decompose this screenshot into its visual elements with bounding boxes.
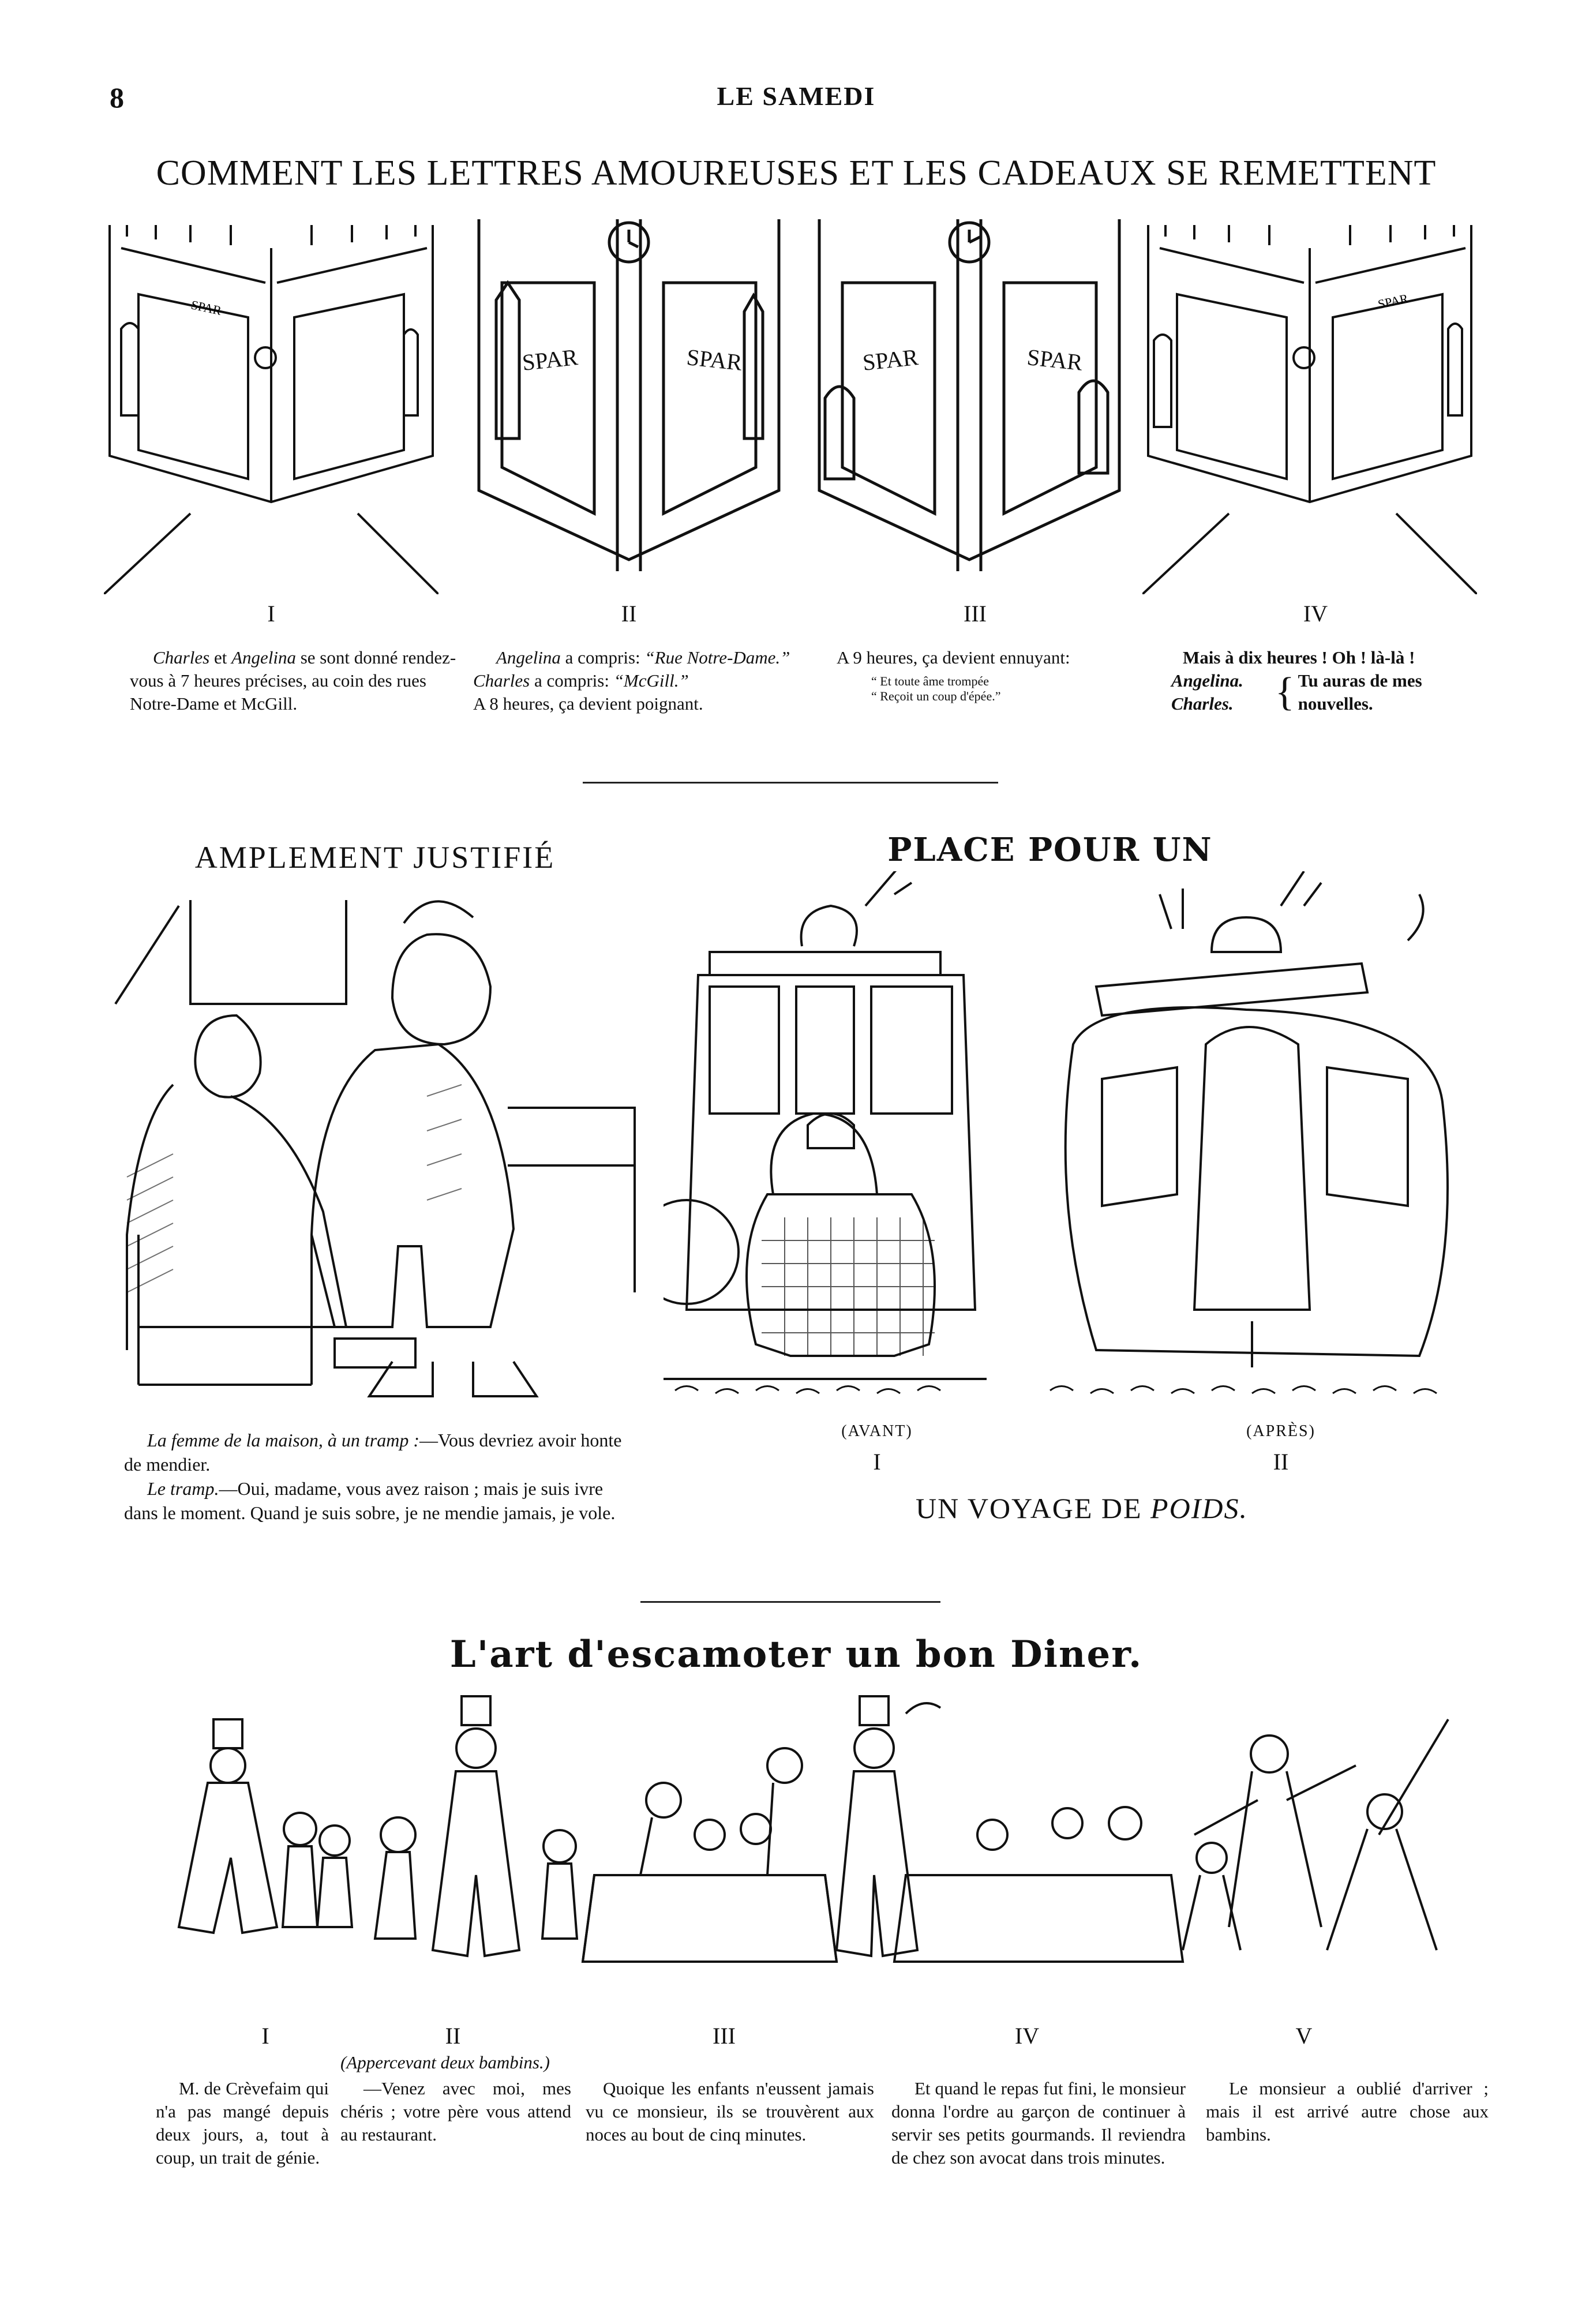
separator-rule — [640, 1601, 940, 1603]
strip1-numeral-4: IV — [1303, 601, 1328, 627]
strip1-panel-4: SPAR — [1142, 213, 1477, 594]
strip2-numeral-3: III — [713, 2023, 736, 2049]
cartoon-left-illustration — [104, 889, 652, 1419]
strip1-caption-3: A 9 heures, ça devient ennuyant: “ Et to… — [837, 647, 1070, 703]
strip1-numeral-2: II — [621, 601, 637, 627]
strip2-caption-4: Et quand le repas fut fini, le monsieur … — [891, 2078, 1186, 2168]
masthead: LE SAMEDI — [717, 81, 876, 111]
cartoon-right-numeral-2: II — [1273, 1449, 1289, 1475]
strip1-panel-3: SPAR SPAR — [808, 213, 1131, 594]
spar-sign-right: SPAR — [1025, 344, 1084, 376]
strip1-caption-2: Angelina a compris: “Rue Notre-Dame.” Ch… — [473, 647, 790, 714]
cartoon-right-title: PLACE POUR UN — [887, 831, 1213, 869]
cartoon-right-subtitle: UN VOYAGE DE POIDS. — [916, 1492, 1248, 1524]
cartoon-left-title: AMPLEMENT JUSTIFIÉ — [194, 840, 556, 875]
dinner-sequence-illustration — [177, 1695, 1449, 1963]
strip1-numeral-3: III — [964, 601, 987, 627]
separator-rule — [583, 782, 998, 784]
strip1-caption-4: Mais à dix heures ! Oh ! là-là ! Angelin… — [1171, 647, 1422, 714]
spar-sign-left: SPAR — [861, 344, 920, 376]
cartoon-left-caption: La femme de la maison, à un tramp :—Vous… — [124, 1430, 622, 1523]
shop-sign: SPAR — [190, 297, 223, 318]
strip1-panel-2: SPAR SPAR — [467, 213, 790, 594]
page-number: 8 — [110, 81, 125, 114]
door-frame-illustration — [818, 219, 1121, 571]
strip1-caption-1: Charles et Angelina se sont donné rendez… — [130, 647, 456, 714]
strip2-aside: (Appercevant deux bambins.) — [340, 2052, 550, 2072]
label-after: (APRÈS) — [1246, 1422, 1315, 1440]
strip2-illustration — [144, 1685, 1483, 2014]
stagecoach-before-illustration — [664, 871, 987, 1395]
tramp-and-woman-illustration — [114, 900, 636, 1397]
street-corner-illustration: SPAR — [104, 225, 438, 594]
street-corner-illustration: SPAR — [1142, 225, 1477, 594]
strip2-numeral-1: I — [261, 2023, 269, 2049]
strip2-title: L'art d'escamoter un bon Diner. — [449, 1633, 1143, 1676]
door-frame-illustration — [477, 219, 781, 571]
cartoon-right-before — [664, 871, 987, 1414]
strip1-title: COMMENT LES LETTRES AMOUREUSES ET LES CA… — [156, 153, 1437, 193]
strip2-caption-3: Quoique les enfants n'eussent jamais vu … — [586, 2078, 874, 2145]
strip2-numeral-4: IV — [1014, 2023, 1040, 2049]
strip2-caption-1: M. de Crèvefaim qui n'a pas mangé depuis… — [156, 2078, 329, 2168]
spar-sign-left: SPAR — [520, 344, 579, 376]
strip1-panel-1: SPAR — [104, 213, 438, 594]
spar-sign-right: SPAR — [685, 344, 744, 376]
strip2-numeral-2: II — [445, 2023, 461, 2049]
strip2-caption-5: Le monsieur a oublié d'arriver ; mais il… — [1206, 2078, 1489, 2145]
cartoon-right-after — [1039, 871, 1477, 1414]
strip1-numeral-1: I — [267, 601, 275, 627]
label-before: (AVANT) — [841, 1422, 913, 1440]
strip2-numeral-5: V — [1295, 2023, 1313, 2049]
shop-sign: SPAR — [1377, 291, 1410, 312]
stagecoach-after-illustration — [1049, 871, 1449, 1395]
strip2-caption-2: —Venez avec moi, mes chéris ; votre père… — [340, 2078, 571, 2145]
cartoon-right-numeral-1: I — [873, 1449, 881, 1475]
